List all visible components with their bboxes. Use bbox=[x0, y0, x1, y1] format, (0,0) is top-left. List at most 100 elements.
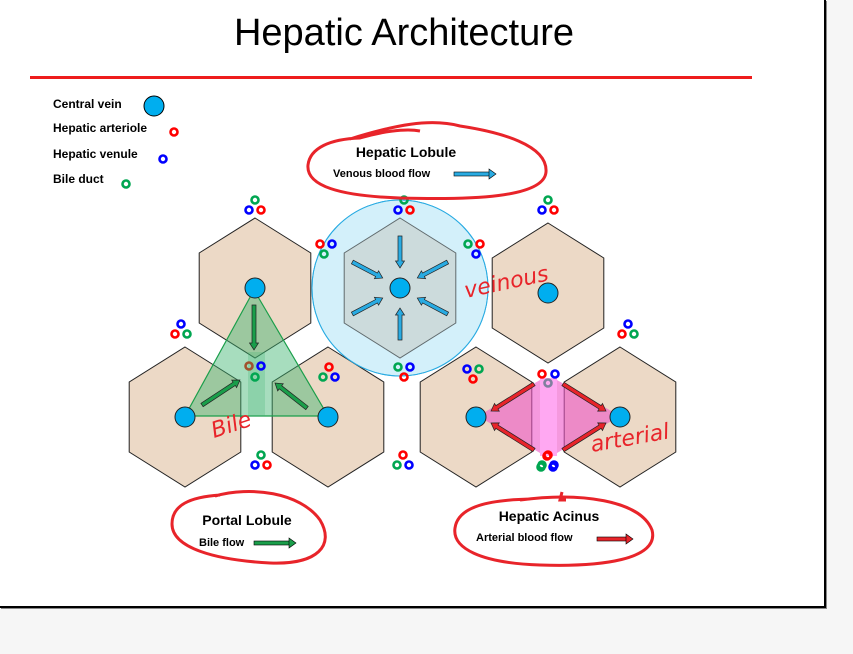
arterial-flow-arrow bbox=[561, 381, 607, 412]
central-vein bbox=[609, 406, 631, 428]
slide-title: Hepatic Architecture bbox=[233, 12, 575, 54]
hepatic-venule bbox=[327, 239, 337, 249]
hepatic-arteriole bbox=[617, 329, 627, 339]
arterial-flow-arrow bbox=[490, 422, 536, 453]
callout-hepatic-lobule: Hepatic Lobule Venous blood flow bbox=[306, 121, 548, 201]
legend-label-bile-duct: Bile duct bbox=[53, 172, 104, 186]
hepatic-arteriole bbox=[542, 451, 552, 461]
venule-ring-icon bbox=[158, 154, 168, 164]
hepatic-venule bbox=[550, 369, 560, 379]
hepatic-arteriole bbox=[324, 362, 334, 372]
legend-label-arteriole: Hepatic arteriole bbox=[53, 121, 147, 135]
central-vein bbox=[174, 406, 196, 428]
title-underline bbox=[30, 76, 752, 79]
flow-arrows bbox=[200, 235, 607, 453]
venous-flow-arrow bbox=[350, 296, 384, 317]
venous-flow-arrow bbox=[394, 307, 406, 341]
arterial-flow-arrow-icon bbox=[596, 533, 634, 545]
hepatic-lobule-title: Hepatic Lobule bbox=[356, 144, 457, 160]
bile-duct bbox=[250, 195, 260, 205]
hepatic-acinus bbox=[478, 378, 620, 456]
hepatic-venule bbox=[250, 460, 260, 470]
bile-duct bbox=[536, 462, 546, 472]
portal-triads bbox=[170, 195, 639, 472]
liver-diagram: Central vein Hepatic arteriole Hepatic v… bbox=[53, 95, 677, 567]
bile-flow-arrow bbox=[200, 379, 241, 408]
hepatic-venule bbox=[537, 205, 547, 215]
hepatic-arteriole bbox=[537, 369, 547, 379]
central-vein bbox=[389, 277, 411, 299]
bile-flow-arrow-icon bbox=[253, 537, 297, 549]
legend-label-venule: Hepatic venule bbox=[53, 147, 138, 161]
hepatic-arteriole bbox=[398, 450, 408, 460]
hepatic-venule bbox=[176, 319, 186, 329]
legend: Central vein Hepatic arteriole Hepatic v… bbox=[53, 95, 179, 189]
bile-duct bbox=[629, 329, 639, 339]
hepatic-arteriole bbox=[468, 374, 478, 384]
bile-duct bbox=[392, 460, 402, 470]
bile-duct bbox=[399, 195, 409, 205]
central-vein bbox=[317, 406, 339, 428]
hepatic-arteriole bbox=[262, 460, 272, 470]
bile-duct bbox=[319, 249, 329, 259]
slide-canvas: Hepatic Architecture Central vein Hepati… bbox=[0, 0, 826, 608]
central-vein bbox=[537, 282, 559, 304]
central-vein-icon bbox=[143, 95, 165, 117]
hepatic-venule bbox=[462, 364, 472, 374]
arterial-flow-label: Arterial blood flow bbox=[476, 532, 573, 544]
hepatic-venule bbox=[330, 372, 340, 382]
hepatic-arteriole bbox=[170, 329, 180, 339]
hepatic-arteriole bbox=[315, 239, 325, 249]
callout-portal-lobule: Portal Lobule Bile flow bbox=[170, 490, 327, 565]
acinus-channel bbox=[540, 378, 557, 456]
hepatic-venule bbox=[548, 462, 558, 472]
hepatic-arteriole bbox=[405, 205, 415, 215]
arterial-flow-arrow bbox=[490, 381, 536, 412]
bile-duct bbox=[250, 372, 260, 382]
acinus-right-triangle bbox=[557, 380, 620, 453]
arterial-flow-arrow bbox=[561, 422, 607, 453]
hexagon-lobules bbox=[128, 199, 677, 488]
hepatic-arteriole bbox=[475, 239, 485, 249]
central-vein bbox=[465, 406, 487, 428]
portal-lobule-title: Portal Lobule bbox=[202, 512, 292, 528]
hepatic-venule bbox=[256, 361, 266, 371]
hepatic-venule bbox=[471, 249, 481, 259]
venous-flow-arrow bbox=[416, 296, 450, 317]
acinus-left-triangle bbox=[478, 380, 540, 453]
bile-duct bbox=[474, 364, 484, 374]
bile-flow-arrow bbox=[274, 382, 309, 411]
hepatic-arteriole bbox=[549, 205, 559, 215]
bile-duct bbox=[318, 372, 328, 382]
hepatic-arteriole bbox=[399, 372, 409, 382]
venous-flow-arrow bbox=[350, 259, 384, 280]
central-vein bbox=[244, 277, 266, 299]
bile-duct bbox=[256, 450, 266, 460]
central-veins bbox=[174, 277, 631, 428]
hepatic-arteriole bbox=[256, 205, 266, 215]
arteriole-ring-icon bbox=[169, 127, 179, 137]
hepatic-venule bbox=[405, 362, 415, 372]
portal-lobule-ellipse bbox=[170, 490, 327, 565]
hepatic-venule bbox=[244, 205, 254, 215]
hepatic-lobule-ellipse bbox=[306, 121, 548, 201]
venous-flow-arrow bbox=[394, 235, 406, 269]
bile-duct bbox=[182, 329, 192, 339]
bile-duct bbox=[393, 362, 403, 372]
legend-label-central-vein: Central vein bbox=[53, 97, 122, 111]
hepatic-venule bbox=[393, 205, 403, 215]
venous-flow-label: Venous blood flow bbox=[333, 168, 431, 180]
bile-flow-arrow bbox=[248, 304, 260, 351]
bile-duct bbox=[463, 239, 473, 249]
bile-duct bbox=[543, 195, 553, 205]
venous-flow-arrow bbox=[416, 259, 450, 280]
bile-duct-ring-icon bbox=[121, 179, 131, 189]
hepatic-arteriole bbox=[244, 361, 254, 371]
hepatic-acinus-title: Hepatic Acinus bbox=[499, 508, 600, 524]
venous-flow-arrow-icon bbox=[453, 168, 497, 180]
bile-flow-label: Bile flow bbox=[199, 537, 245, 549]
callout-hepatic-acinus: Hepatic Acinus Arterial blood flow bbox=[453, 491, 655, 567]
portal-lobule-triangle bbox=[183, 288, 330, 417]
hepatic-venule bbox=[404, 460, 414, 470]
hepatic-arteriole bbox=[543, 378, 553, 388]
